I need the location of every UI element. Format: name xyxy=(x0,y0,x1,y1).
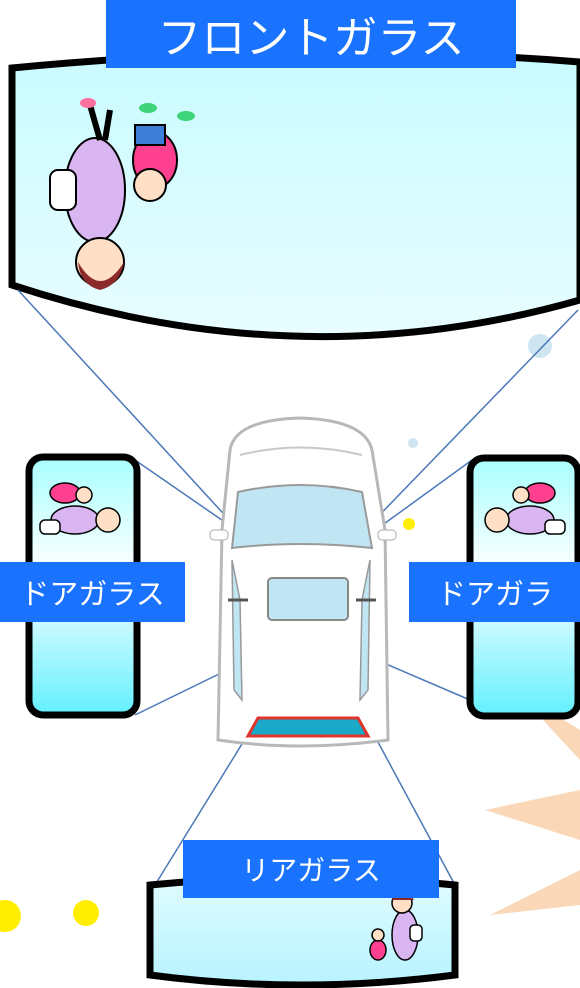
car-windshield xyxy=(230,484,374,550)
front-glass-label: フロントガラス xyxy=(106,0,516,68)
door-glass-right-label: ドアガラ xyxy=(409,562,580,622)
car-rear-window xyxy=(245,716,371,738)
reflection-figures-right xyxy=(484,482,566,535)
car-roof-window xyxy=(267,577,349,621)
door-glass-left-label: ドアガラス xyxy=(0,562,185,622)
car-top-view xyxy=(209,416,397,748)
rear-glass-label: リアガラス xyxy=(183,840,439,898)
burst-shapes xyxy=(485,690,580,915)
reflection-figures-front xyxy=(49,98,195,290)
reflection-figures-left xyxy=(39,482,121,535)
connector-lines xyxy=(17,289,579,886)
